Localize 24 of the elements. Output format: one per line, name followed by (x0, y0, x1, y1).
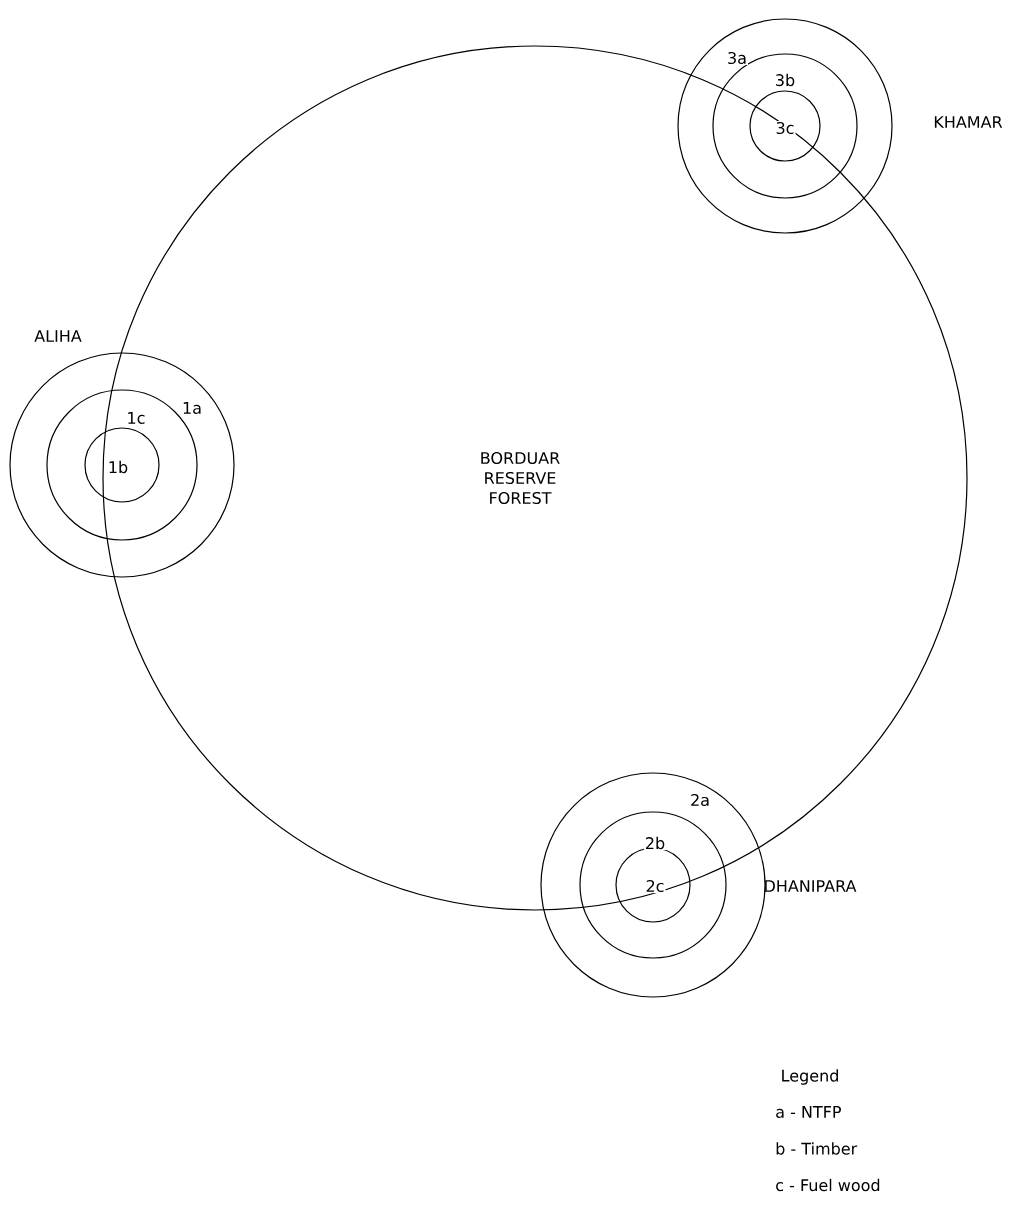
zone-label: 2c (644, 878, 666, 894)
village-label: DHANIPARA (765, 880, 857, 892)
zone-label: 3a (726, 50, 748, 66)
zone-ring (540, 772, 766, 998)
zone-label: 1a (181, 401, 203, 415)
area-label: BORDUAR RESERVE FOREST (481, 451, 560, 505)
zone-ring (712, 53, 858, 199)
zone-ring (677, 18, 893, 234)
zone-label: 2b (643, 835, 667, 851)
zone-ring (9, 352, 235, 578)
legend-item: c - Fuel wood (776, 1178, 880, 1192)
village-label: ALIHA (34, 330, 82, 342)
legend-title: Legend (782, 1069, 838, 1085)
zone-label: 3b (773, 72, 797, 88)
zone-label: 2a (689, 792, 711, 808)
zone-ring (579, 811, 727, 959)
zone-ring (84, 427, 160, 503)
legend-item: b - Timber (776, 1142, 858, 1155)
legend-item: a - NTFP (776, 1106, 841, 1118)
village-label: KHAMAR (934, 116, 1003, 128)
zone-ring (749, 90, 821, 162)
zone-label: 3c (774, 120, 796, 136)
zone-label: 1b (106, 459, 130, 475)
zone-label: 1c (125, 411, 147, 425)
